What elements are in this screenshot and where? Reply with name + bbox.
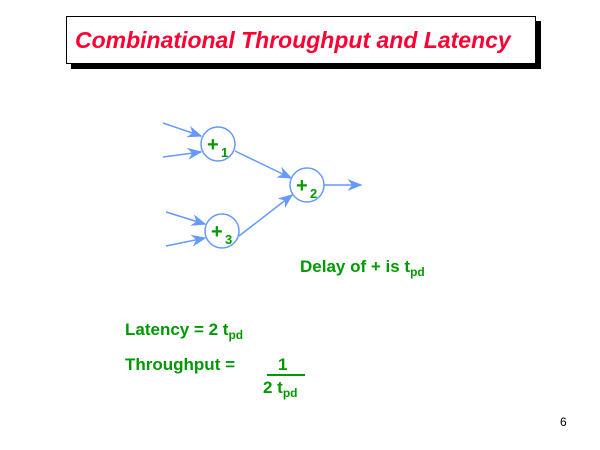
node-op: + [207,134,219,156]
adder-node-1 [200,126,236,162]
adder-node-2 [289,167,325,203]
input-wire [165,234,207,247]
input-wire [162,122,203,138]
node-index: 1 [221,145,228,160]
node-index: 2 [310,186,317,201]
latency-sub: pd [228,328,244,342]
delay-note: Delay of + is tpd [300,257,425,279]
input-wire [162,147,203,160]
node-index: 3 [225,232,232,247]
throughput-label: Throughput = [125,355,236,374]
page-number: 6 [560,415,567,429]
adder-node-3 [204,213,240,249]
wire-1-to-2 [234,150,293,179]
denominator-text: 2 t [263,378,283,397]
node-op: + [211,221,223,243]
title-box: Combinational Throughput and Latency [66,16,536,64]
throughput-numerator: 1 [278,355,288,374]
node-op: + [296,175,308,197]
slide-title: Combinational Throughput and Latency [75,27,511,53]
throughput-denominator: 2 tpd [263,378,298,400]
wire-3-to-2 [238,194,294,237]
input-wire [165,211,207,226]
delay-text: Delay of + is t [300,257,411,276]
latency-text: Latency = 2 t [125,320,229,339]
denominator-sub: pd [282,386,298,400]
delay-sub: pd [410,265,425,279]
latency-formula: Latency = 2 tpd [125,320,243,342]
